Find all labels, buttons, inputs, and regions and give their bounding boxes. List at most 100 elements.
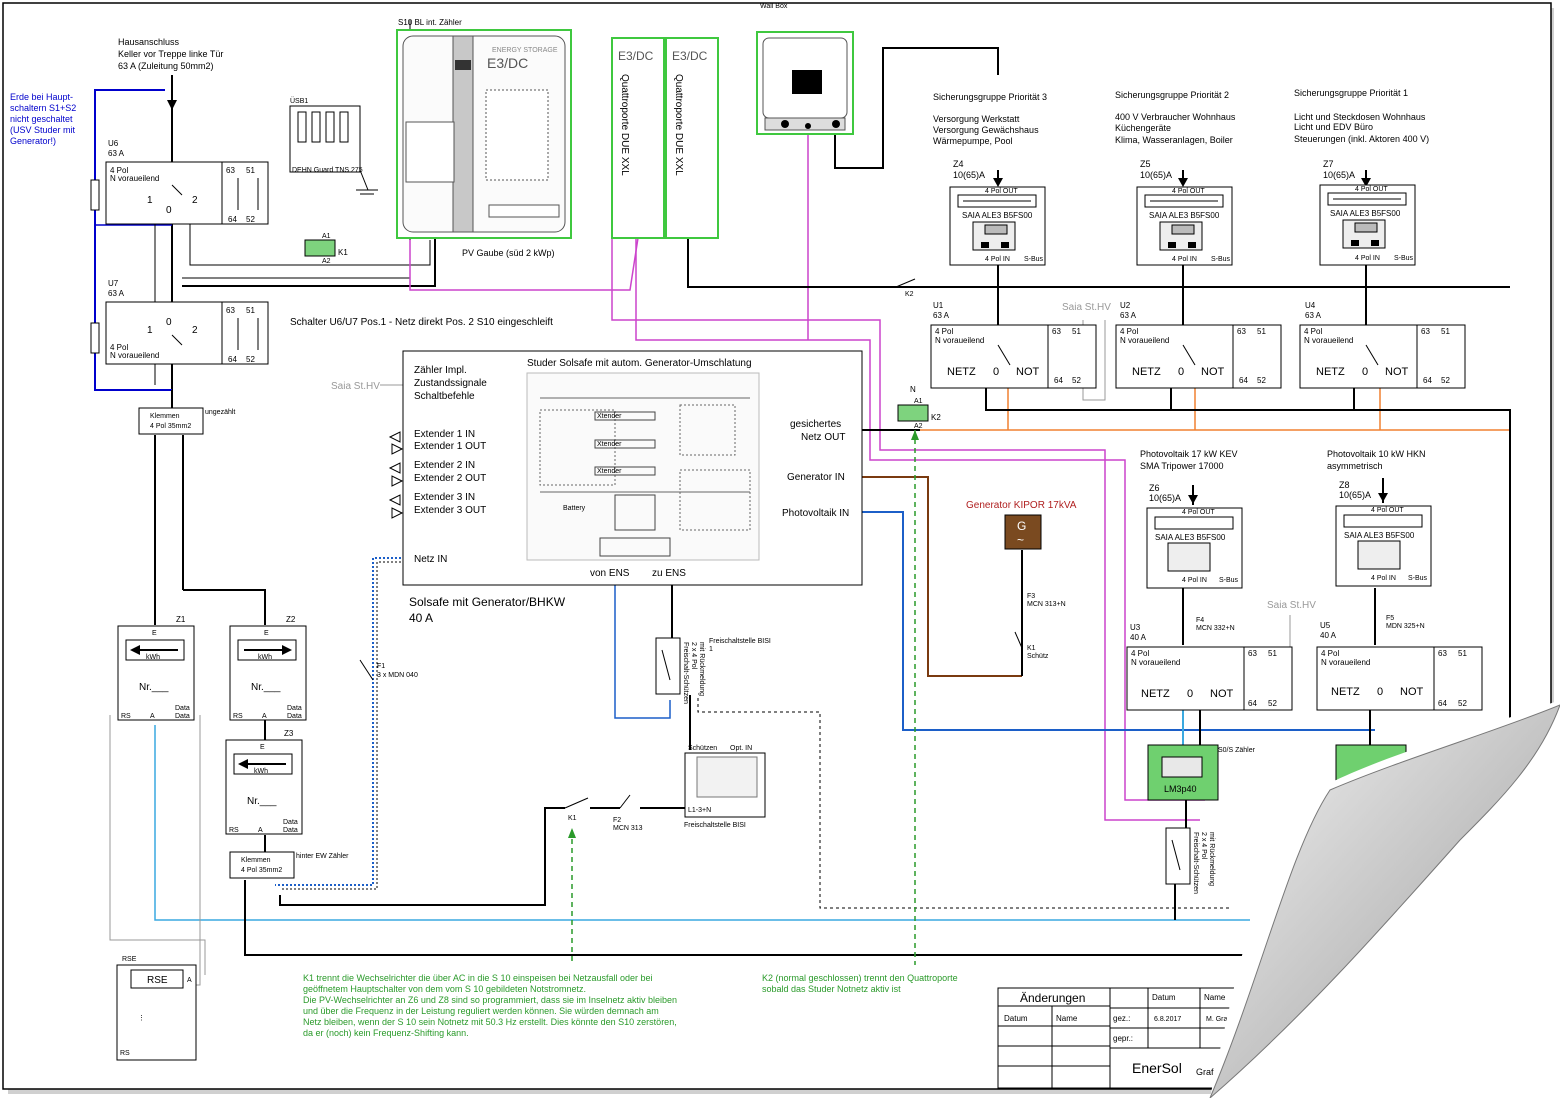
svg-text:64: 64 <box>1423 376 1432 385</box>
svg-text:52: 52 <box>246 215 255 224</box>
svg-text:SAIA ALE3 B5FS00: SAIA ALE3 B5FS00 <box>1330 209 1401 218</box>
svg-text:1: 1 <box>709 646 713 653</box>
svg-text:F1: F1 <box>377 663 385 670</box>
svg-text:Netz bleiben, wenn der S 10 se: Netz bleiben, wenn der S 10 sein Notnetz… <box>303 1017 677 1027</box>
svg-text:U7: U7 <box>108 279 119 288</box>
svg-text:Extender 3 OUT: Extender 3 OUT <box>414 505 486 516</box>
wallbox <box>756 31 854 135</box>
svg-text:4 Pol OUT: 4 Pol OUT <box>1172 188 1205 195</box>
svg-text:kWh: kWh <box>258 654 272 661</box>
svg-text:MDN 325+N: MDN 325+N <box>1386 623 1425 630</box>
svg-text:ungezählt: ungezählt <box>205 409 235 416</box>
svg-text:A2: A2 <box>322 258 331 265</box>
svg-text:2 x 4 Pol: 2 x 4 Pol <box>1200 832 1207 860</box>
svg-text:Freischalt-Schützen: Freischalt-Schützen <box>682 642 689 704</box>
svg-text:Extender 2 OUT: Extender 2 OUT <box>414 473 486 484</box>
svg-text:51: 51 <box>1072 327 1081 336</box>
svg-text:Versorgung Werkstatt: Versorgung Werkstatt <box>933 114 1020 124</box>
svg-text:2: 2 <box>192 325 198 336</box>
svg-text:Licht und EDV Büro: Licht und EDV Büro <box>1294 122 1373 132</box>
note-k1: K1 trennt die Wechselrichter die über AC… <box>303 973 677 1038</box>
fuse-group-1: Sicherungsgruppe Priorität 3 Versorgung … <box>933 92 1047 320</box>
svg-text:63: 63 <box>226 166 235 175</box>
transfer-switch-u4: 4 Pol N voraueilend NETZ 0 NOT 63 51 64 … <box>1299 324 1466 389</box>
svg-text:F3: F3 <box>1027 593 1035 600</box>
svg-text:0: 0 <box>166 317 172 328</box>
switch-u6: U6 63 A 4 Pol N voraueilend 1 0 2 63 51 … <box>105 139 269 225</box>
pv-group-1: Photovoltaik 17 kW KEV SMA Tripower 1700… <box>1126 449 1293 711</box>
svg-text:64: 64 <box>1239 376 1248 385</box>
quattroporte-1: E3/DC Quattroporte DUE XXL <box>611 37 665 239</box>
svg-text:Freischaltstelle BISI: Freischaltstelle BISI <box>709 638 771 645</box>
pv-group-2: Photovoltaik 10 kW HKN asymmetrisch Z8 1… <box>1316 449 1483 711</box>
svg-text:4 Pol: 4 Pol <box>1321 649 1339 658</box>
svg-text:Küchengeräte: Küchengeräte <box>1115 123 1171 133</box>
svg-text:52: 52 <box>246 355 255 364</box>
svg-text:A: A <box>150 713 155 720</box>
k2-coil: N A1 A2 K2 <box>897 385 941 430</box>
svg-text:1: 1 <box>147 325 153 336</box>
svg-text:N voraueilend: N voraueilend <box>1304 336 1353 345</box>
svg-text:4 Pol: 4 Pol <box>1120 327 1138 336</box>
svg-text:NOT: NOT <box>1210 688 1234 700</box>
svg-text:40 A: 40 A <box>1130 633 1147 642</box>
svg-text:Schützen: Schützen <box>688 745 717 752</box>
svg-text:51: 51 <box>246 166 255 175</box>
svg-text:Klemmen: Klemmen <box>150 413 180 420</box>
svg-text:RS: RS <box>120 1050 130 1057</box>
svg-text:K2 (normal geschlossen) trennt: K2 (normal geschlossen) trennt den Quatt… <box>762 973 958 983</box>
svg-text:4 Pol IN: 4 Pol IN <box>1182 577 1207 584</box>
svg-text:63: 63 <box>1421 327 1430 336</box>
svg-text:S10 BL int. Zähler: S10 BL int. Zähler <box>398 18 462 27</box>
svg-text:Nr.___: Nr.___ <box>247 796 277 807</box>
svg-text:A1: A1 <box>322 233 331 240</box>
svg-text:mit Rückmeldung: mit Rückmeldung <box>1208 832 1215 886</box>
svg-text:64: 64 <box>228 215 237 224</box>
svg-text:Zähler Impl.: Zähler Impl. <box>414 365 467 376</box>
house-line2: Keller vor Treppe linke Tür <box>118 49 223 59</box>
svg-text:A1: A1 <box>914 398 923 405</box>
svg-text:Data: Data <box>283 819 298 826</box>
svg-text:DEHN Guard TNS 275: DEHN Guard TNS 275 <box>292 167 363 174</box>
svg-text:K2: K2 <box>931 413 941 422</box>
svg-text:64: 64 <box>1438 699 1447 708</box>
svg-text:4 Pol 35mm2: 4 Pol 35mm2 <box>150 423 191 430</box>
svg-text:U1: U1 <box>933 301 944 310</box>
svg-text:Freischalt-Schützen: Freischalt-Schützen <box>1192 832 1199 894</box>
svg-text:63 A: 63 A <box>108 149 125 158</box>
svg-text:4 Pol OUT: 4 Pol OUT <box>1355 186 1388 193</box>
svg-text:NOT: NOT <box>1016 366 1040 378</box>
svg-text:0: 0 <box>1187 688 1193 700</box>
svg-text:3 x MDN 040: 3 x MDN 040 <box>377 672 418 679</box>
svg-text:4 Pol: 4 Pol <box>1304 327 1322 336</box>
svg-text:Name: Name <box>1204 993 1226 1002</box>
svg-text:Freischaltstelle BISI: Freischaltstelle BISI <box>684 822 746 829</box>
svg-text:Generator IN: Generator IN <box>787 472 845 483</box>
switch-u7: U7 63 A 4 Pol N voraueilend 1 0 2 63 51 … <box>105 279 269 365</box>
svg-text:52: 52 <box>1072 376 1081 385</box>
svg-text:Versorgung Gewächshaus: Versorgung Gewächshaus <box>933 125 1039 135</box>
house-title: Hausanschluss <box>118 37 180 47</box>
svg-text:zu ENS: zu ENS <box>652 568 686 579</box>
svg-text:Data: Data <box>283 827 298 834</box>
svg-text:A: A <box>258 827 263 834</box>
wallbox-header: Wall Box <box>760 3 788 10</box>
svg-text:Photovoltaik IN: Photovoltaik IN <box>782 508 849 519</box>
ew-meter-z1: Z1 E kWh Nr.___ RS A Data Data <box>117 615 195 721</box>
svg-text:4 Pol OUT: 4 Pol OUT <box>1371 507 1404 514</box>
svg-text:52: 52 <box>1268 699 1277 708</box>
note-k2: K2 (normal geschlossen) trennt den Quatt… <box>762 973 958 994</box>
freischalt-2: Freischalt-Schützen 2 x 4 Pol mit Rückme… <box>1165 827 1215 894</box>
rse-receiver: RSE RSE A RS ⋮ <box>116 956 197 1061</box>
svg-text:S-Bus: S-Bus <box>1394 255 1414 262</box>
quattroporte-2: E3/DC Quattroporte DUE XXL <box>665 37 719 239</box>
studer-solsafe: Studer Solsafe mit autom. Generator-Umsc… <box>331 350 863 625</box>
svg-text:U6: U6 <box>108 139 119 148</box>
svg-text:Quattroporte DUE XXL: Quattroporte DUE XXL <box>673 74 684 176</box>
svg-text:Xtender: Xtender <box>597 441 622 448</box>
svg-text:Netz OUT: Netz OUT <box>801 432 845 443</box>
svg-text:SAIA ALE3 B5FS00: SAIA ALE3 B5FS00 <box>962 211 1033 220</box>
svg-text:Extender 3 IN: Extender 3 IN <box>414 492 475 503</box>
svg-text:N voraueilend: N voraueilend <box>110 351 159 360</box>
svg-text:S-Bus: S-Bus <box>1219 577 1239 584</box>
